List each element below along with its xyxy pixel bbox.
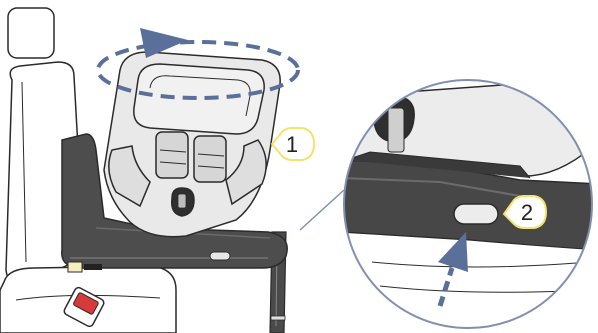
zoom-detail	[344, 80, 592, 328]
shell-headrest	[133, 63, 265, 135]
shell-wing-left	[108, 145, 151, 208]
zoom-circle-border	[343, 79, 593, 329]
release-tab-icon	[63, 286, 105, 328]
rotation-arrow-icon	[96, 28, 300, 100]
callout-2-label: 2	[521, 200, 533, 225]
harness-pad-right	[193, 135, 227, 183]
base-button	[209, 251, 231, 261]
seat-shell	[103, 51, 281, 238]
isofix-indicator	[67, 261, 83, 273]
isofix-base	[61, 133, 288, 333]
callout-1-label: 1	[286, 132, 298, 157]
callout-2: 2	[502, 195, 548, 229]
vehicle-headrest	[7, 7, 55, 59]
release-button	[453, 203, 499, 225]
harness-pad-left	[155, 131, 189, 179]
zoom-connector	[299, 189, 345, 231]
push-arrow-icon	[437, 232, 468, 307]
callout-1: 1	[270, 127, 316, 161]
shell-wing-right	[225, 139, 267, 206]
